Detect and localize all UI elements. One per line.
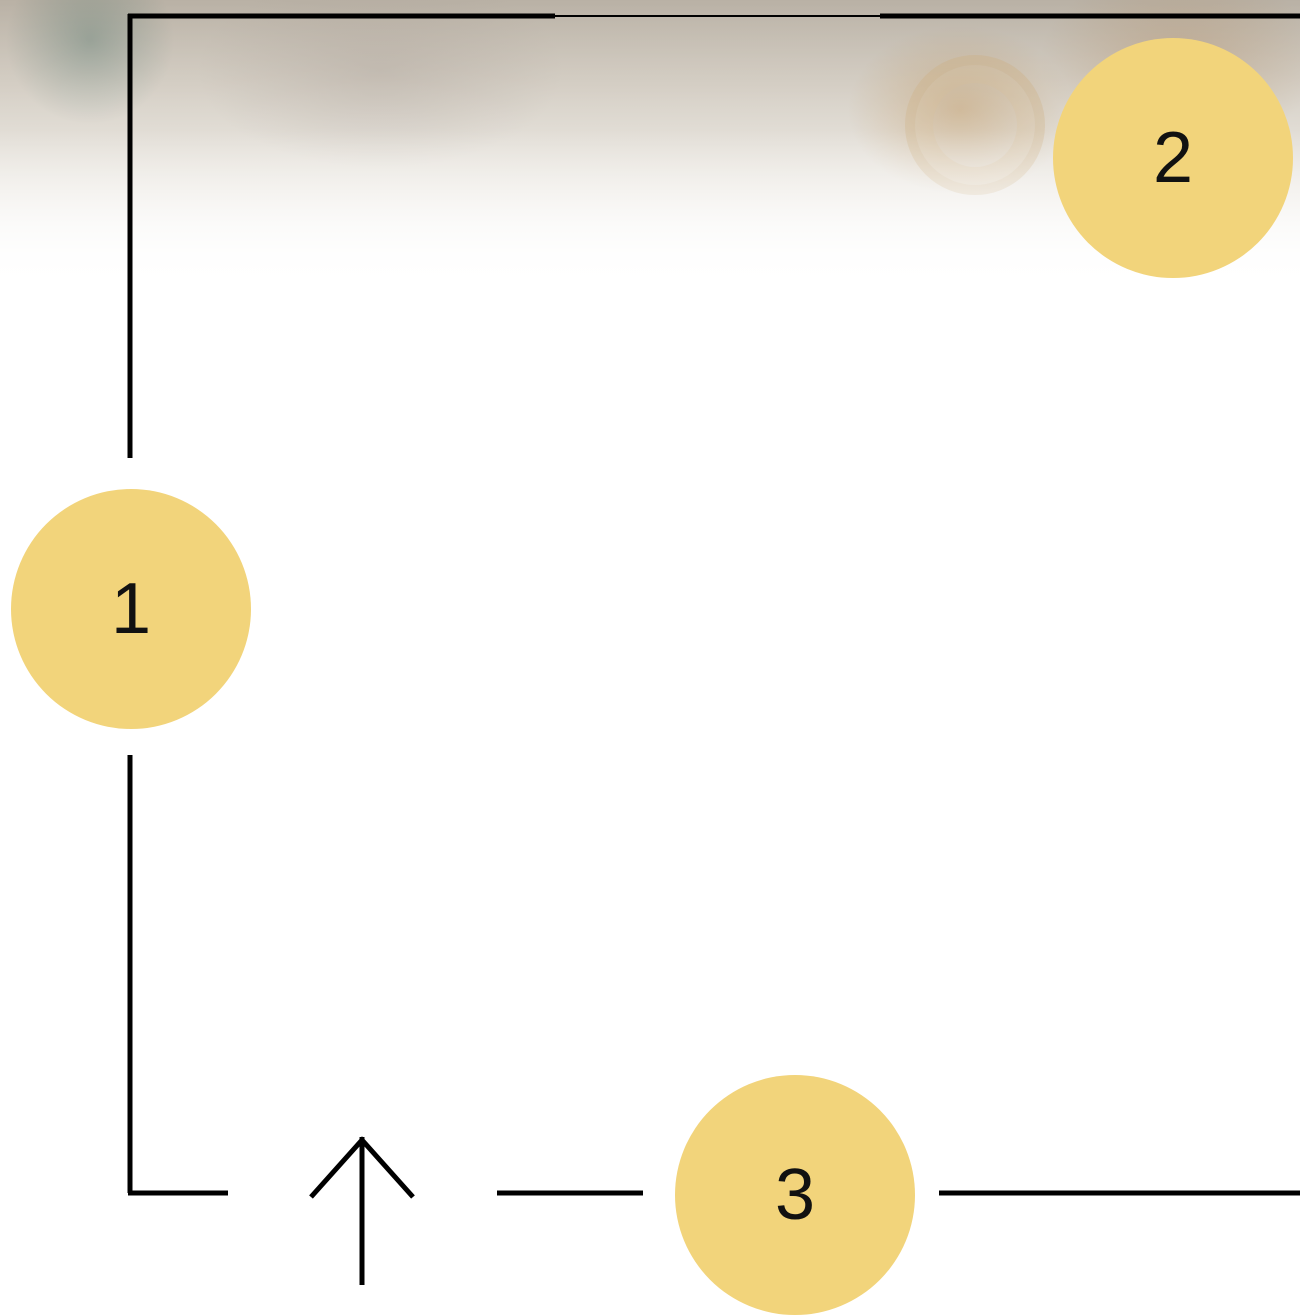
step-badge-2: 2	[1053, 38, 1293, 278]
step-number: 3	[774, 1155, 816, 1235]
diagram-connector-lines	[127, 13, 1300, 1285]
step-number: 1	[110, 569, 152, 649]
up-arrow-icon	[309, 1136, 415, 1285]
step-badge-3: 3	[675, 1075, 915, 1315]
step-badge-1: 1	[11, 489, 251, 729]
step-number: 2	[1152, 118, 1194, 198]
